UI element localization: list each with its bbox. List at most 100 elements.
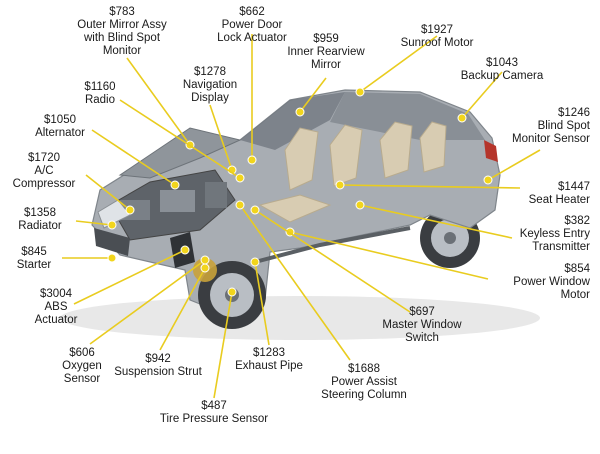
part-name-line: Backup Camera (460, 70, 544, 82)
part-name-line: Actuator (34, 314, 78, 326)
callout-dot-radio (235, 173, 245, 183)
callout-dot-keyless-entry (355, 200, 365, 210)
part-price: $382 (564, 215, 590, 227)
part-price: $1283 (253, 347, 285, 359)
callout-dot-door-lock (247, 155, 257, 165)
callout-dot-exhaust-pipe (250, 257, 260, 267)
leader-line-seat-heater (339, 184, 521, 189)
leader-line-radio (119, 99, 241, 179)
part-name-line: A/C (34, 165, 54, 177)
part-price: $1050 (44, 114, 76, 126)
headlight (97, 199, 131, 229)
ground-shadow (60, 296, 540, 340)
part-name-line: Exhaust Pipe (235, 360, 303, 372)
part-name-line: Sunroof Motor (400, 37, 474, 49)
part-name-line: Tire Pressure Sensor (159, 413, 269, 425)
part-name-line: Inner Rearview (287, 46, 365, 58)
part-price: $487 (201, 400, 227, 412)
leader-line-master-window-switch (254, 209, 411, 313)
callout-dot-rearview-mirror (295, 107, 305, 117)
callout-dot-abs-actuator (180, 245, 190, 255)
part-price: $1043 (486, 57, 518, 69)
part-name-line: Power Window (513, 276, 590, 288)
callout-dot-radiator (107, 220, 117, 230)
part-name-line: Power Assist (331, 376, 397, 388)
leader-line-outer-mirror (126, 57, 191, 146)
callout-dot-tire-pressure-sensor (227, 287, 237, 297)
part-name-line: Master Window (382, 319, 462, 331)
part-name-line: Transmitter (532, 241, 590, 253)
part-name-line: Compressor (12, 178, 76, 190)
part-price: $959 (313, 33, 339, 45)
part-name-line: ABS (44, 301, 68, 313)
part-name-line: Monitor (102, 45, 142, 57)
leader-line-tire-pressure-sensor (213, 291, 233, 399)
windshield (240, 92, 345, 150)
callout-dot-master-window-switch (250, 205, 260, 215)
part-name-line: Motor (560, 289, 590, 301)
part-price: $1278 (194, 66, 226, 78)
part-name-line: Display (191, 92, 229, 104)
part-name-line: Oxygen (62, 360, 102, 372)
part-price: $1927 (421, 24, 453, 36)
leader-line-ac-compressor (85, 174, 131, 211)
part-name-line: Radio (84, 94, 116, 106)
interior-seats (258, 121, 447, 223)
part-price: $1688 (348, 363, 380, 375)
callout-dot-suspension-strut (200, 263, 210, 273)
leader-line-alternator (91, 129, 176, 186)
leader-line-suspension-strut (159, 267, 206, 351)
part-name-line: Suspension Strut (114, 366, 202, 378)
leader-line-navigation (209, 104, 233, 171)
part-name-line: Steering Column (321, 389, 407, 401)
part-name-line: Lock Actuator (217, 32, 287, 44)
part-price: $1160 (84, 81, 116, 93)
part-price: $783 (109, 6, 135, 18)
part-name-line: Starter (16, 259, 52, 271)
callout-dot-blind-spot-sensor (483, 175, 493, 185)
leader-line-exhaust-pipe (254, 261, 270, 346)
part-price: $3004 (40, 288, 72, 300)
part-name-line: Alternator (35, 127, 85, 139)
leader-line-blind-spot-sensor (487, 149, 541, 181)
leader-line-rearview-mirror (299, 77, 327, 113)
leader-line-steering-column (239, 204, 351, 361)
leader-line-radiator (75, 220, 113, 226)
leader-line-keyless-entry (359, 204, 513, 239)
hood-open (118, 127, 242, 179)
part-name-line: Power Door (221, 19, 283, 31)
part-price: $1358 (24, 207, 56, 219)
leader-line-oxygen-sensor (89, 259, 206, 345)
part-name-line: Monitor Sensor (512, 133, 590, 145)
part-price: $662 (239, 6, 265, 18)
part-price: $606 (69, 347, 95, 359)
callout-dot-alternator (170, 180, 180, 190)
callout-dot-sunroof-motor (355, 87, 365, 97)
callout-dot-seat-heater (335, 180, 345, 190)
callout-dot-steering-column (235, 200, 245, 210)
part-price: $845 (21, 246, 47, 258)
front-grille (94, 228, 130, 256)
callout-dot-ac-compressor (125, 205, 135, 215)
part-name-line: Sensor (63, 373, 101, 385)
part-name-line: Keyless Entry (519, 228, 590, 240)
